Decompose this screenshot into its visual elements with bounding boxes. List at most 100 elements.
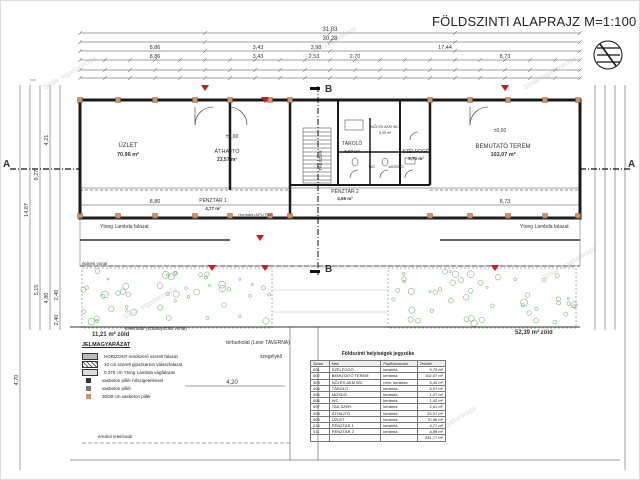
entrance-arrow-icon (501, 85, 509, 91)
room-takszer-name: TAKSZER. (318, 149, 323, 171)
dim-left-2: 9,27 (34, 170, 40, 181)
pillar-icon (227, 213, 233, 219)
dimension-tick (377, 57, 383, 63)
dimension-tick (477, 75, 483, 81)
shrub-icon (452, 270, 460, 278)
shrub-icon (449, 279, 456, 286)
dimension-tick (352, 67, 358, 73)
dimension-tick (452, 67, 458, 73)
dimension-tick (277, 67, 283, 73)
dimension-tick (377, 67, 383, 73)
shrub-icon (533, 317, 539, 323)
dim-seg-3: 3,98 (311, 45, 322, 51)
legend: JELMAGYARÁZAT HORIZONT rendszerű szerelt… (82, 342, 282, 400)
dimension-tick (202, 67, 208, 73)
shrub-icon (556, 300, 561, 306)
room-noi-wc-name: NŐI ÉS AKM WC (371, 124, 399, 129)
shrub-icon (184, 286, 188, 290)
dimension-tick (302, 57, 308, 63)
dimension-tick (152, 75, 158, 81)
room-athajto-area: 23,57 m² (217, 157, 237, 163)
pillar-icon (505, 97, 511, 103)
shrub-icon (81, 309, 86, 314)
zero-level-2: ±0,00 (494, 128, 507, 134)
dimension-tick (252, 75, 258, 81)
legend-item-4: vasbeton pillér hőszigeteléssel (82, 376, 282, 384)
pillar-icon (192, 97, 198, 103)
section-b-bottom: B (325, 264, 332, 275)
dimension-tick (352, 57, 358, 63)
dimension-tick (177, 67, 183, 73)
shrub-icon (572, 304, 576, 308)
dimension-tick (77, 30, 83, 36)
dim-left-3: 4,21 (44, 135, 50, 146)
dimension-tick (202, 48, 208, 54)
room-mosdo-name: MOSDÓ (388, 164, 403, 169)
shrub-icon (520, 298, 528, 307)
shrub-icon (248, 294, 252, 298)
legend-item-6: 30/30 cm vasbeton pillér (82, 392, 282, 400)
shrub-icon (238, 314, 242, 318)
top-dim-ticks (77, 30, 583, 81)
shrub-icon (448, 270, 452, 273)
dimension-tick (477, 67, 483, 73)
pillar-icon (287, 97, 293, 103)
entrance-arrow-icon (256, 235, 264, 241)
right-fence-label: Ytong Lambda falazat (520, 224, 569, 230)
legend-item-2: 10 cm szerelt gipszkarton válaszfalazat (82, 360, 282, 368)
shrub-icon (477, 279, 484, 286)
shrub-icon (534, 306, 539, 311)
shrub-icon (250, 283, 254, 286)
pillar-icon (575, 213, 581, 219)
shrub-icon (172, 290, 180, 298)
left-green-label: 11,21 m² zöld (92, 331, 130, 338)
pillar-icon (575, 97, 581, 103)
shrub-icon (193, 288, 200, 296)
schedule-cell: 241,77 m² (416, 434, 447, 442)
dim-seg2-1: 8,86 (150, 54, 161, 60)
entrance-arrow-icon (201, 85, 209, 91)
dimension-tick (202, 75, 208, 81)
shrub-icon (108, 305, 115, 312)
drawing-title: FÖLDSZINTI ALAPRAJZ M=1:100 (432, 14, 637, 29)
shrub-icon (173, 270, 178, 275)
dimension-tick (302, 75, 308, 81)
north-arrow-icon (593, 40, 623, 70)
shrub-icon (226, 287, 231, 292)
section-b-top: B (325, 84, 332, 95)
shrub-icon (165, 315, 172, 321)
dim-seg-2: 3,43 (253, 45, 264, 51)
dimension-tick (302, 67, 308, 73)
shrub-icon (407, 288, 415, 295)
shrub-icon (267, 292, 272, 297)
schedule-cell: 6,97 m² (416, 384, 447, 393)
dimension-tick (152, 57, 158, 63)
pillar-icon (467, 213, 473, 219)
dim-seg2-3: 2,53 (309, 54, 320, 60)
shrub-icon (94, 315, 100, 322)
dimension-tick (252, 67, 258, 73)
dimension-tick (552, 57, 558, 63)
dimension-tick (402, 57, 408, 63)
room-noi-wc-area: 5,40 m² (379, 131, 392, 135)
shrub-icon (485, 286, 489, 289)
shrub-icon (207, 283, 212, 288)
dimension-tick (127, 57, 133, 63)
dimension-tick (177, 57, 183, 63)
shrub-icon (490, 303, 495, 309)
schedule-title: Földszinti helyiségek jegyzéke (341, 351, 415, 357)
dimension-tick (77, 75, 83, 81)
dimension-tick (402, 75, 408, 81)
dimension-tick (152, 67, 158, 73)
schedule-cell: 9,70 m² (416, 366, 447, 374)
dim-int-1: 8,86 (150, 199, 161, 205)
pillar-icon (427, 97, 433, 103)
room-bemutato-area: 102,07 m² (490, 151, 515, 158)
shrub-icon (125, 291, 131, 297)
dimension-tick (402, 67, 408, 73)
schedule-cell: 4,77 m² (416, 422, 447, 430)
